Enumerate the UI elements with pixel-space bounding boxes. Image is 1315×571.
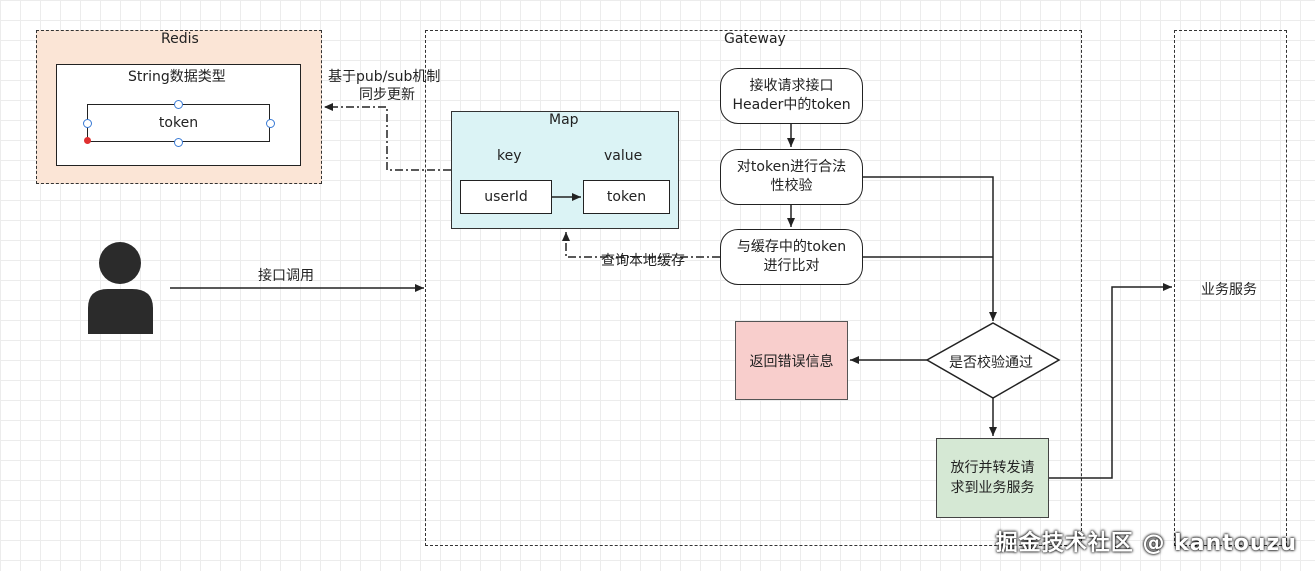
map-value-text: token: [606, 189, 647, 205]
user-icon: [88, 242, 153, 334]
return-error-box: 返回错误信息: [735, 321, 848, 400]
map-key-header: key: [497, 148, 522, 164]
sync-note-line2: 同步更新: [359, 87, 415, 103]
handle-right[interactable]: [266, 119, 275, 128]
string-type-label: String数据类型: [128, 69, 226, 85]
redis-token-label: token: [158, 115, 199, 131]
handle-left[interactable]: [83, 119, 92, 128]
step-validate-token: 对token进行合法性校验: [720, 149, 863, 205]
redis-token-box: token: [87, 104, 270, 142]
step-validate-line2: 性校验: [770, 178, 813, 194]
handle-top[interactable]: [174, 100, 183, 109]
step-compare-line2: 进行比对: [763, 258, 820, 274]
map-title: Map: [549, 112, 579, 128]
handle-corner[interactable]: [84, 137, 91, 144]
step-validate-line1: 对token进行合法: [736, 159, 847, 175]
service-container: [1174, 30, 1287, 546]
step-receive-line1: 接收请求接口: [749, 78, 834, 94]
map-value-header: value: [604, 148, 643, 164]
map-value-field: token: [583, 180, 670, 214]
user-call-label: 接口调用: [258, 268, 314, 284]
forward-request-box: 放行并转发请求到业务服务: [936, 438, 1049, 518]
gateway-title: Gateway: [724, 31, 786, 47]
step-compare-line1: 与缓存中的token: [736, 239, 847, 255]
query-cache-label: 查询本地缓存: [601, 250, 685, 270]
map-key-field: userId: [460, 180, 552, 214]
watermark: 掘金技术社区 @ kantouzu: [995, 531, 1297, 556]
sync-note-line1: 基于pub/sub机制: [328, 69, 441, 85]
step-receive-header: 接收请求接口 Header中的token: [720, 68, 863, 124]
redis-title: Redis: [161, 31, 199, 47]
forward-line1: 放行并转发请: [950, 460, 1035, 476]
decision-label: 是否校验通过: [949, 355, 1033, 371]
forward-line2: 求到业务服务: [950, 480, 1035, 496]
handle-bottom[interactable]: [174, 138, 183, 147]
step-compare-cache: 与缓存中的token 进行比对: [720, 229, 863, 285]
service-title: 业务服务: [1201, 282, 1257, 298]
return-error-label: 返回错误信息: [749, 353, 834, 370]
map-key-text: userId: [484, 189, 528, 205]
step-receive-line2: Header中的token: [732, 97, 851, 113]
